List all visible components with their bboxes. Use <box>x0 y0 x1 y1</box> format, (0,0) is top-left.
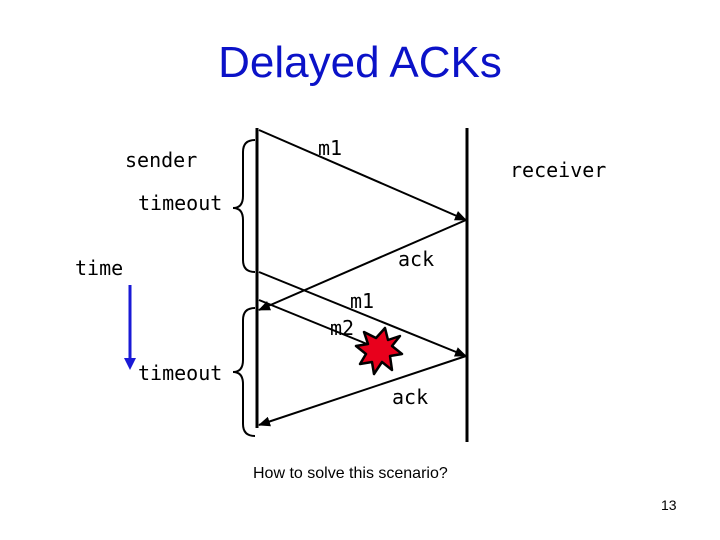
ack-first-label: ack <box>398 247 435 271</box>
time-label: time <box>75 256 124 280</box>
time-arrow-head <box>124 358 136 370</box>
m2-arrow <box>258 299 373 347</box>
timeout-brace-1 <box>232 139 256 273</box>
ack-second-label: ack <box>392 385 429 409</box>
sender-label: sender <box>125 148 198 172</box>
m1-first-label: m1 <box>318 136 343 160</box>
timeout-label-1: timeout <box>138 191 223 215</box>
m1-second-label: m1 <box>350 289 375 313</box>
timeout-label-2: timeout <box>138 361 223 385</box>
packet-loss-burst-icon <box>354 326 404 376</box>
m2-label: m2 <box>330 316 355 340</box>
slide-title: Delayed ACKs <box>218 38 502 87</box>
m1-first-arrow <box>258 129 467 221</box>
ack-second-arrow <box>258 355 467 427</box>
timeout-brace-2 <box>232 307 256 437</box>
ack-first-arrow <box>258 219 467 311</box>
m1-second-arrow <box>258 271 467 357</box>
question-text: How to solve this scenario? <box>253 465 448 482</box>
page-number: 13 <box>661 497 677 513</box>
receiver-label: receiver <box>510 158 607 182</box>
